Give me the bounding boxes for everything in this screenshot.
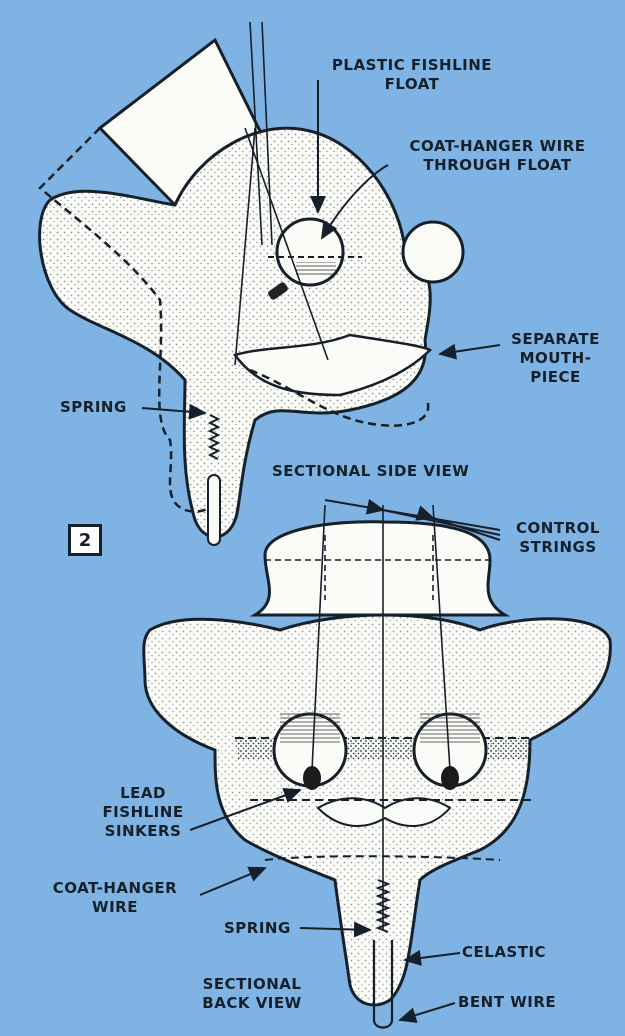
back-view-title: SECTIONAL BACK VIEW	[182, 975, 322, 1013]
label-control-strings: CONTROL STRINGS	[498, 519, 618, 557]
side-view-title: SECTIONAL SIDE VIEW	[272, 462, 469, 481]
label-spring-side: SPRING	[60, 398, 127, 417]
back-hat	[255, 522, 505, 615]
label-celastic: CELASTIC	[462, 943, 546, 962]
label-coat-hanger-wire-through-float: COAT-HANGER WIRE THROUGH FLOAT	[385, 137, 610, 175]
label-plastic-fishline-float: PLASTIC FISHLINE FLOAT	[322, 56, 502, 94]
label-separate-mouthpiece: SEPARATE MOUTH- PIECE	[498, 330, 613, 387]
figure-number-badge: 2	[68, 524, 102, 556]
side-ear	[403, 222, 463, 282]
label-lead-fishline-sinkers: LEAD FISHLINE SINKERS	[88, 784, 198, 841]
label-bent-wire: BENT WIRE	[458, 993, 556, 1012]
label-spring-back: SPRING	[224, 919, 291, 938]
label-coat-hanger-wire-back: COAT-HANGER WIRE	[30, 879, 200, 917]
